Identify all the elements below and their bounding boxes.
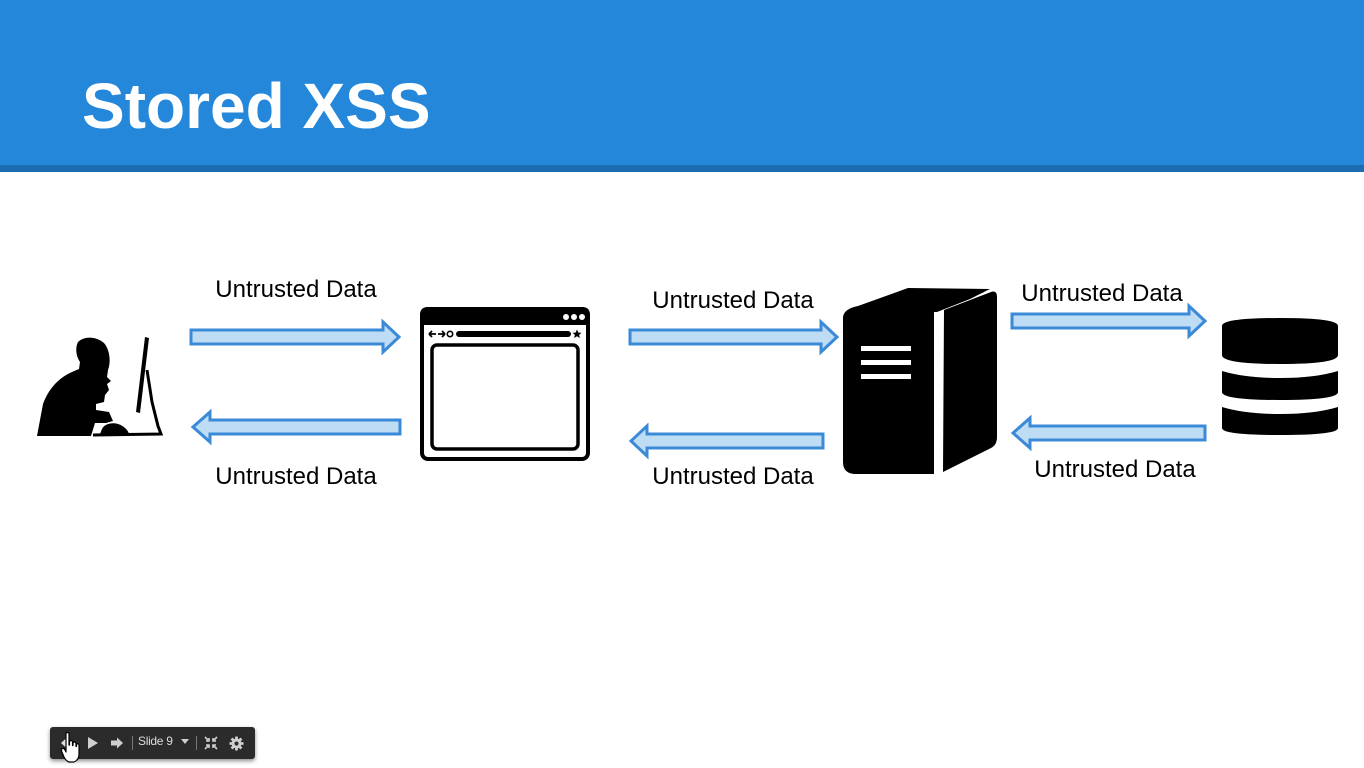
chevron-down-icon <box>181 739 189 744</box>
next-slide-button[interactable] <box>106 727 128 759</box>
slide-selector[interactable]: Slide 9 <box>138 734 173 748</box>
next-icon <box>111 737 123 749</box>
flow-label: Untrusted Data <box>215 463 377 490</box>
browser-window-icon <box>420 307 590 461</box>
toolbar-divider <box>196 736 197 750</box>
arrow-database-to-server <box>1010 414 1207 452</box>
slide-header <box>0 0 1364 165</box>
play-icon <box>88 737 98 749</box>
flow-label: Untrusted Data <box>215 276 377 303</box>
arrow-server-to-database <box>1010 302 1208 340</box>
settings-icon <box>228 735 244 751</box>
flow-label: Untrusted Data <box>652 463 814 490</box>
flow-label: Untrusted Data <box>652 287 814 314</box>
play-button[interactable] <box>82 727 104 759</box>
database-icon <box>1222 318 1338 435</box>
arrow-server-to-browser <box>628 422 825 460</box>
flow-label: Untrusted Data <box>1034 456 1196 483</box>
header-divider <box>0 165 1364 172</box>
arrow-browser-to-attacker <box>190 408 402 446</box>
arrow-attacker-to-browser <box>189 318 402 356</box>
slide-title: Stored XSS <box>82 70 431 142</box>
arrow-browser-to-server <box>628 318 840 356</box>
settings-button[interactable] <box>225 727 247 759</box>
exit-fullscreen-button[interactable] <box>200 727 222 759</box>
hand-cursor-icon <box>60 732 80 763</box>
flow-label: Untrusted Data <box>1021 280 1183 307</box>
toolbar-divider <box>132 736 133 750</box>
hacker-at-computer-icon <box>37 337 164 437</box>
exit-fullscreen-icon <box>204 736 218 750</box>
server-tower-icon <box>843 288 997 474</box>
